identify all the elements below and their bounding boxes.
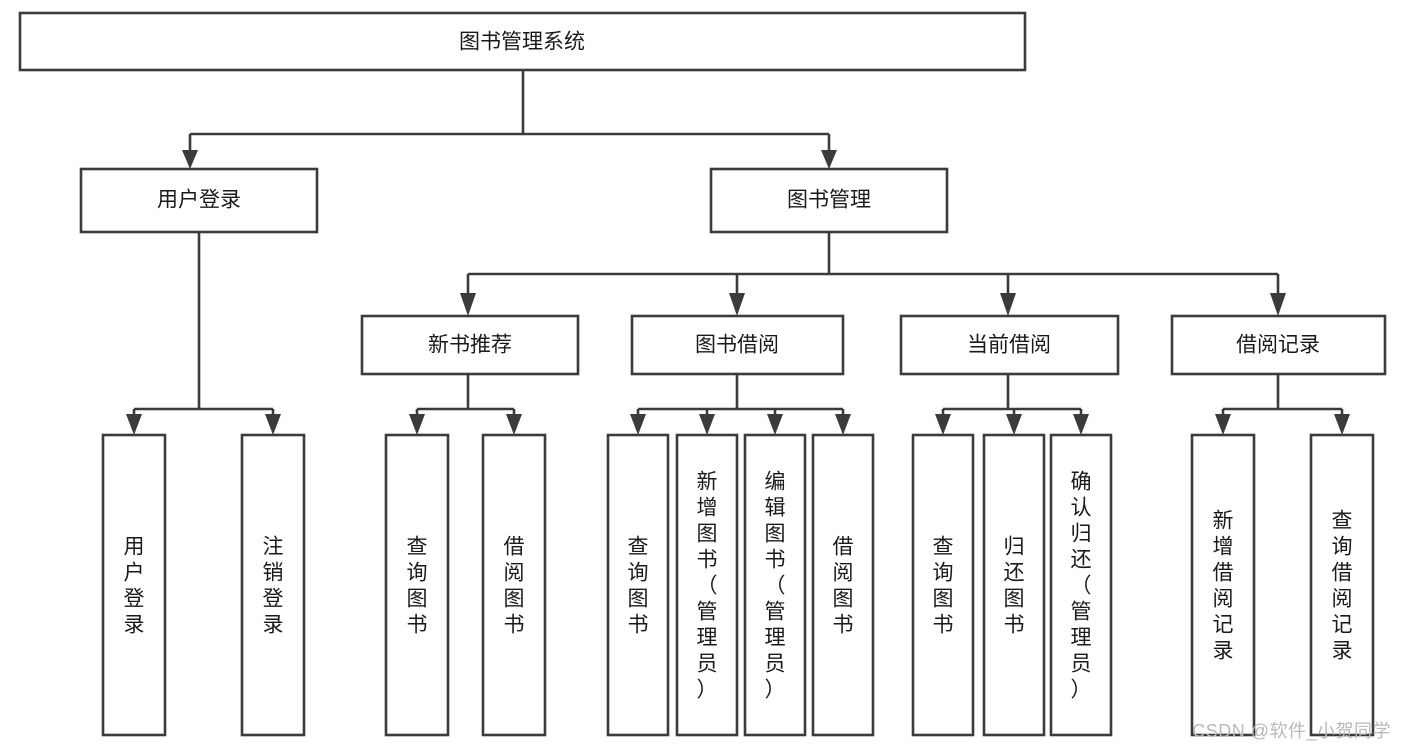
leaf-confirm-return-label: 确认归还（管理员）	[1071, 470, 1092, 701]
leaf-node-query-book-c[interactable]: 查询图书	[911, 433, 975, 737]
connectors	[126, 70, 1350, 435]
leaf-node-add-book[interactable]: 新增图书（管理员）	[675, 433, 739, 737]
leaf-user-login-box[interactable]	[101, 433, 167, 737]
book-borrow-label: 图书借阅	[695, 334, 779, 357]
arrowhead-leaf-query-record	[1334, 414, 1350, 435]
current-borrow-label: 当前借阅	[967, 334, 1051, 357]
leaf-edit-book-box[interactable]	[743, 433, 807, 737]
leaf-borrow-book-b-box[interactable]	[811, 433, 875, 737]
new-book-recommend-box[interactable]	[360, 314, 580, 376]
borrow-record-box[interactable]	[1170, 314, 1387, 376]
arrowhead-leaf-add-record	[1215, 414, 1231, 435]
leaf-add-book-label: 新增图书（管理员）	[697, 470, 718, 701]
leaf-node-logout[interactable]: 注销登录	[240, 433, 306, 737]
leaf-node-confirm-return[interactable]: 确认归还（管理员）	[1049, 433, 1113, 737]
arrowhead-leaf-query-book-c	[935, 414, 951, 435]
leaf-node-add-record[interactable]: 新增借阅记录	[1190, 433, 1256, 737]
arrowhead-leaf-user-login	[126, 414, 142, 435]
arrowhead-borrow-record	[1270, 293, 1286, 316]
leaf-logout-box[interactable]	[240, 433, 306, 737]
leaf-add-record-label: 新增借阅记录	[1213, 509, 1234, 662]
leaf-node-return-book[interactable]: 归还图书	[982, 433, 1046, 737]
leaf-logout-label: 注销登录	[263, 535, 284, 636]
leaf-return-book-label: 归还图书	[1004, 535, 1025, 636]
arrowhead-leaf-borrow-book-b	[835, 414, 851, 435]
leaf-query-book-c-label: 查询图书	[933, 535, 954, 636]
csdn-watermark: CSDN @软件_小贺同学	[1192, 721, 1391, 741]
book-management-label: 图书管理	[787, 189, 871, 212]
arrowhead-leaf-confirm-return	[1073, 414, 1089, 435]
leaf-query-book-b-label: 查询图书	[628, 535, 649, 636]
node-root-system[interactable]: 图书管理系统	[18, 11, 1027, 72]
arrowhead-book-mgmt	[821, 150, 837, 169]
new-book-recommend-label: 新书推荐	[428, 334, 512, 357]
arrowhead-leaf-query-book-a	[409, 414, 425, 435]
leaf-query-book-a-box[interactable]	[384, 433, 450, 737]
arrowhead-user-login	[182, 150, 198, 169]
node-book-management[interactable]: 图书管理	[709, 167, 949, 234]
node-current-borrow[interactable]: 当前借阅	[899, 314, 1120, 376]
arrowhead-leaf-return-book	[1006, 414, 1022, 435]
leaf-borrow-book-a-label: 借阅图书	[504, 535, 525, 636]
leaf-node-borrow-book-a[interactable]: 借阅图书	[481, 433, 547, 737]
leaf-return-book-box[interactable]	[982, 433, 1046, 737]
arrowhead-leaf-borrow-book-a	[506, 414, 522, 435]
root-box[interactable]	[18, 11, 1027, 72]
node-book-borrow[interactable]: 图书借阅	[630, 314, 845, 376]
leaf-borrow-book-b-label: 借阅图书	[833, 535, 854, 636]
arrowhead-current-borrow	[1000, 293, 1016, 316]
leaf-query-book-a-label: 查询图书	[407, 535, 428, 636]
leaf-node-query-record[interactable]: 查询借阅记录	[1309, 433, 1375, 737]
arrowhead-book-borrow	[729, 293, 745, 316]
leaf-node-query-book-a[interactable]: 查询图书	[384, 433, 450, 737]
root-label: 图书管理系统	[459, 31, 585, 54]
leaf-add-book-box[interactable]	[675, 433, 739, 737]
arrowhead-leaf-add-book	[699, 414, 715, 435]
arrowhead-new-book-rec	[460, 293, 476, 316]
leaf-user-login-label: 用户登录	[124, 535, 145, 636]
leaf-node-user-login[interactable]: 用户登录	[101, 433, 167, 737]
book-management-box[interactable]	[709, 167, 949, 234]
leaf-node-edit-book[interactable]: 编辑图书（管理员）	[743, 433, 807, 737]
current-borrow-box[interactable]	[899, 314, 1120, 376]
leaf-query-book-c-box[interactable]	[911, 433, 975, 737]
borrow-record-label: 借阅记录	[1236, 334, 1320, 357]
leaf-add-record-box[interactable]	[1190, 433, 1256, 737]
arrowhead-leaf-edit-book	[767, 414, 783, 435]
arrowhead-leaf-query-book-b	[630, 414, 646, 435]
leaf-node-borrow-book-b[interactable]: 借阅图书	[811, 433, 875, 737]
leaf-edit-book-label: 编辑图书（管理员）	[765, 470, 786, 701]
arrowhead-leaf-logout	[265, 414, 281, 435]
leaf-query-record-label: 查询借阅记录	[1332, 509, 1353, 662]
leaf-query-record-box[interactable]	[1309, 433, 1375, 737]
leaf-borrow-book-a-box[interactable]	[481, 433, 547, 737]
leaf-node-query-book-b[interactable]: 查询图书	[606, 433, 670, 737]
leaf-confirm-return-box[interactable]	[1049, 433, 1113, 737]
user-login-label: 用户登录	[157, 189, 241, 212]
book-borrow-box[interactable]	[630, 314, 845, 376]
user-login-box[interactable]	[79, 167, 319, 234]
leaf-query-book-b-box[interactable]	[606, 433, 670, 737]
node-borrow-record[interactable]: 借阅记录	[1170, 314, 1387, 376]
node-user-login[interactable]: 用户登录	[79, 167, 319, 234]
node-new-book-recommend[interactable]: 新书推荐	[360, 314, 580, 376]
